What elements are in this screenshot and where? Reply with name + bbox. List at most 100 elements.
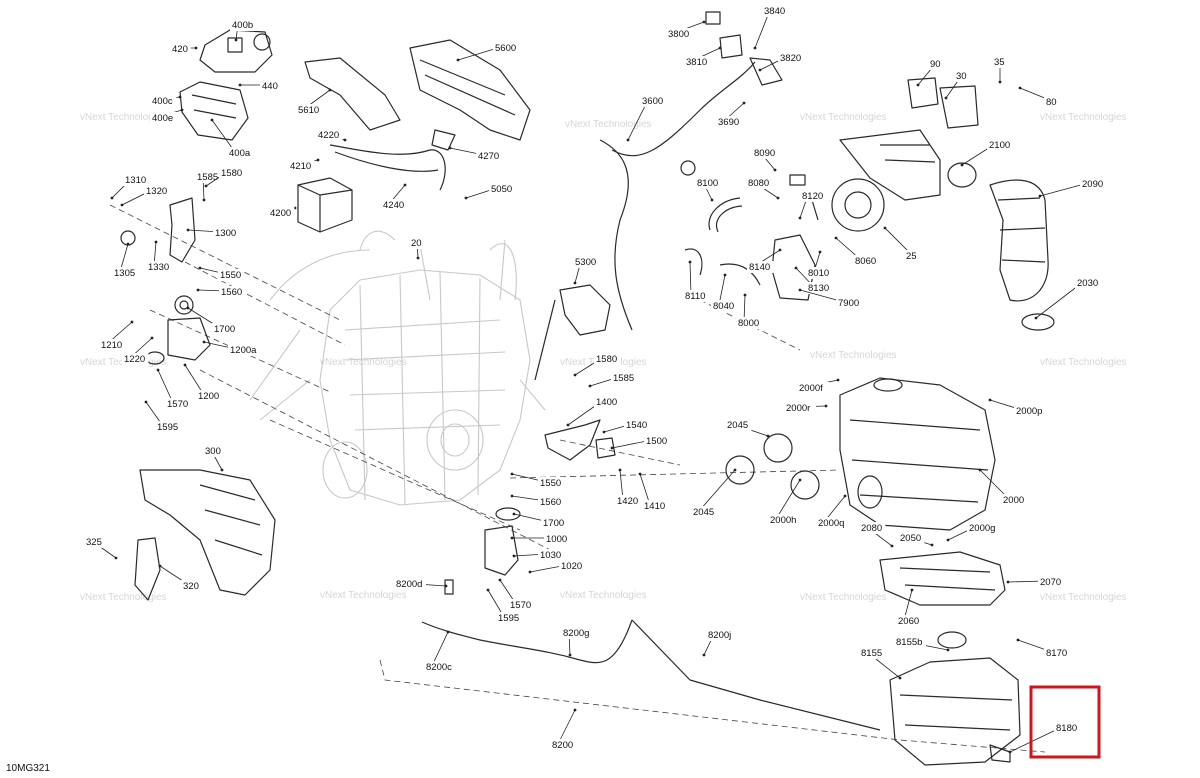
callout-1400[interactable]: 1400	[566, 396, 621, 427]
callout-8155b[interactable]: 8155b	[894, 636, 950, 652]
callout-1020[interactable]: 1020	[528, 560, 586, 574]
callout-1595[interactable]: 1595	[144, 400, 182, 433]
callout-8140[interactable]: 8140	[747, 248, 782, 273]
callout-8130[interactable]: 8130	[794, 266, 833, 294]
callout-2045[interactable]: 2045	[725, 419, 770, 438]
callout-90[interactable]: 90	[916, 58, 944, 87]
callout-8200c[interactable]: 8200c	[424, 630, 456, 673]
callout-8180[interactable]: 8180	[1008, 722, 1081, 754]
callout-3600[interactable]: 3600	[626, 95, 667, 142]
callout-4240[interactable]: 4240	[381, 183, 408, 211]
callout-5300[interactable]: 5300	[573, 256, 600, 285]
callout-8080[interactable]: 8080	[746, 177, 780, 200]
callout-1000[interactable]: 1000	[510, 533, 571, 545]
callout-440[interactable]: 440	[238, 80, 281, 92]
callout-8200[interactable]: 8200	[550, 708, 577, 751]
callout-8100[interactable]: 8100	[695, 177, 722, 202]
callout-8060[interactable]: 8060	[834, 236, 880, 267]
callout-1305[interactable]: 1305	[112, 242, 139, 279]
callout-2030[interactable]: 2030	[1034, 277, 1102, 320]
callout-400b[interactable]: 400b	[230, 19, 257, 42]
callout-2000r[interactable]: 2000r	[784, 402, 828, 414]
callout-1595[interactable]: 1595	[486, 588, 523, 624]
callout-2070[interactable]: 2070	[1006, 576, 1065, 588]
callout-2000g[interactable]: 2000g	[946, 522, 999, 542]
callout-8090[interactable]: 8090	[752, 147, 779, 172]
callout-5600[interactable]: 5600	[456, 42, 520, 62]
callout-1585[interactable]: 1585	[588, 372, 638, 388]
callout-4270[interactable]: 4270	[448, 146, 503, 162]
callout-1585[interactable]: 1585	[195, 171, 222, 202]
callout-8200d[interactable]: 8200d	[394, 578, 448, 590]
callout-8170[interactable]: 8170	[1016, 638, 1071, 659]
callout-3840[interactable]: 3840	[753, 5, 789, 50]
callout-25[interactable]: 25	[883, 226, 920, 262]
callout-7900[interactable]: 7900	[798, 288, 863, 309]
callout-1220[interactable]: 1220	[122, 336, 154, 365]
callout-2000q[interactable]: 2000q	[816, 494, 848, 529]
callout-1420[interactable]: 1420	[615, 468, 642, 507]
callout-2045[interactable]: 2045	[691, 468, 737, 518]
callout-8200j[interactable]: 8200j	[702, 629, 738, 657]
callout-80[interactable]: 80	[1018, 86, 1060, 108]
callout-1550[interactable]: 1550	[510, 472, 565, 489]
callout-1560[interactable]: 1560	[510, 494, 565, 508]
callout-5050[interactable]: 5050	[464, 183, 516, 200]
callout-1200[interactable]: 1200	[183, 363, 223, 402]
callout-8200g[interactable]: 8200g	[561, 627, 593, 657]
callout-1200a[interactable]: 1200a	[202, 340, 260, 356]
callout-1030[interactable]: 1030	[512, 549, 565, 561]
callout-1580[interactable]: 1580	[204, 167, 246, 188]
callout-30[interactable]: 30	[944, 70, 970, 100]
callout-2000f[interactable]: 2000f	[797, 378, 840, 394]
callout-8120[interactable]: 8120	[798, 190, 827, 220]
callout-20[interactable]: 20	[409, 237, 425, 260]
callout-5610[interactable]: 5610	[296, 88, 332, 116]
callout-3690[interactable]: 3690	[716, 101, 746, 128]
callout-1410[interactable]: 1410	[638, 472, 669, 512]
callout-1580[interactable]: 1580	[573, 353, 621, 377]
callout-3820[interactable]: 3820	[758, 52, 805, 72]
callout-2050[interactable]: 2050	[898, 532, 934, 547]
callout-8110[interactable]: 8110	[683, 260, 710, 302]
callout-1330[interactable]: 1330	[146, 240, 173, 273]
callout-1500[interactable]: 1500	[610, 435, 671, 450]
callout-4220[interactable]: 4220	[316, 129, 347, 142]
callout-2060[interactable]: 2060	[896, 588, 923, 627]
callout-1700[interactable]: 1700	[512, 512, 568, 529]
callout-4200[interactable]: 4200	[268, 206, 297, 219]
callout-1320[interactable]: 1320	[120, 185, 171, 207]
callout-8040[interactable]: 8040	[711, 273, 738, 312]
callout-325[interactable]: 325	[84, 536, 118, 560]
callout-300[interactable]: 300	[203, 445, 224, 472]
callout-1540[interactable]: 1540	[602, 419, 651, 434]
callout-400e[interactable]: 400e	[150, 108, 184, 124]
leader-endpoint	[710, 198, 714, 202]
callout-4210[interactable]: 4210	[288, 158, 320, 172]
callout-1550[interactable]: 1550	[198, 266, 245, 281]
callout-420[interactable]: 420	[170, 43, 198, 55]
callout-3810[interactable]: 3810	[684, 46, 722, 68]
callout-1570[interactable]: 1570	[156, 368, 192, 410]
callout-400c[interactable]: 400c	[150, 95, 182, 107]
callout-400a[interactable]: 400a	[210, 118, 254, 159]
highlight-box-8180[interactable]	[1029, 685, 1101, 759]
callout-2100[interactable]: 2100	[960, 139, 1014, 167]
callout-320[interactable]: 320	[158, 564, 202, 592]
callout-1560[interactable]: 1560	[196, 286, 246, 298]
callout-8155[interactable]: 8155	[859, 647, 902, 680]
callout-1210[interactable]: 1210	[99, 320, 134, 351]
callout-3800[interactable]: 3800	[666, 20, 706, 40]
callout-1310[interactable]: 1310	[110, 174, 150, 200]
callout-1700[interactable]: 1700	[186, 306, 239, 335]
callout-2000p[interactable]: 2000p	[988, 398, 1046, 417]
callout-35[interactable]: 35	[992, 56, 1008, 84]
callout-2080[interactable]: 2080	[859, 522, 894, 548]
callout-2090[interactable]: 2090	[1038, 178, 1107, 198]
callout-1570[interactable]: 1570	[498, 578, 535, 611]
callout-8000[interactable]: 8000	[736, 293, 763, 329]
callout-2000h[interactable]: 2000h	[768, 478, 802, 526]
callout-1300[interactable]: 1300	[186, 227, 240, 239]
callout-8010[interactable]: 8010	[806, 250, 833, 279]
callout-2000[interactable]: 2000	[978, 468, 1028, 506]
